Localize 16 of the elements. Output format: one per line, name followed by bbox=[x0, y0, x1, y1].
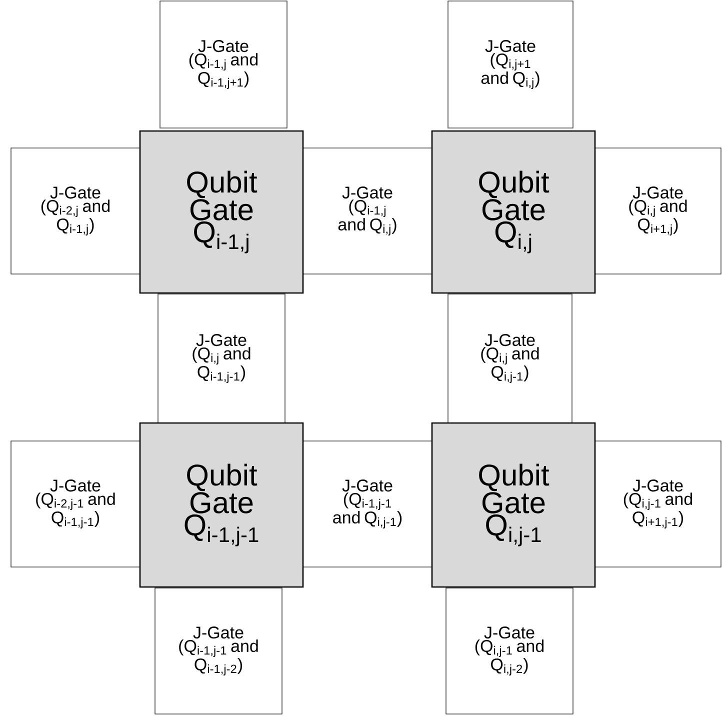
j-gate-box: J-Gate (Q$_{i,j}$ and Q$_{i-1,j-1}$) bbox=[158, 294, 286, 424]
j-gate-box: J-Gate (Q$_{i-1,j-1}$ and Q$_{i,j-1}$) bbox=[302, 440, 432, 568]
qubit-gate-box: Qubit Gate Q$_{i-1,j-1}$ bbox=[139, 422, 304, 588]
qubit-gate-box: Qubit Gate Q$_{i,j}$ bbox=[431, 130, 596, 294]
j-gate-box: J-Gate (Q$_{i,j}$ and Q$_{i,j-1}$) bbox=[448, 294, 572, 424]
j-gate-box: J-Gate (Q$_{i,j-1}$ and Q$_{i+1,j-1}$) bbox=[594, 440, 722, 568]
j-gate-box: J-Gate (Q$_{i-1,j}$ and Q$_{i-1,j+1}$) bbox=[160, 0, 288, 128]
j-gate-box: J-Gate (Q$_{i,j-1}$ and Q$_{i,j-2}$) bbox=[446, 588, 574, 714]
j-gate-box: J-Gate (Q$_{i-2,j}$ and Q$_{i-1,j}$) bbox=[10, 148, 140, 274]
qubit-gate-box: Qubit Gate Q$_{i-1,j}$ bbox=[139, 130, 304, 294]
j-gate-box: J-Gate (Q$_{i-1,j-1}$ and Q$_{i-1,j-2}$) bbox=[154, 588, 282, 714]
j-gate-box: J-Gate (Q$_{i-1,j}$ and Q$_{i,j}$) bbox=[302, 148, 432, 274]
qubit-gate-box: Qubit Gate Q$_{i,j-1}$ bbox=[431, 422, 596, 588]
j-gate-box: J-Gate (Q$_{i,j+1}$ and Q$_{i,j}$) bbox=[448, 0, 574, 128]
j-gate-box: J-Gate (Q$_{i-2,j-1}$ and Q$_{i-1,j-1}$) bbox=[10, 440, 140, 568]
j-gate-box: J-Gate (Q$_{i,j}$ and Q$_{i+1,j}$) bbox=[594, 148, 722, 274]
